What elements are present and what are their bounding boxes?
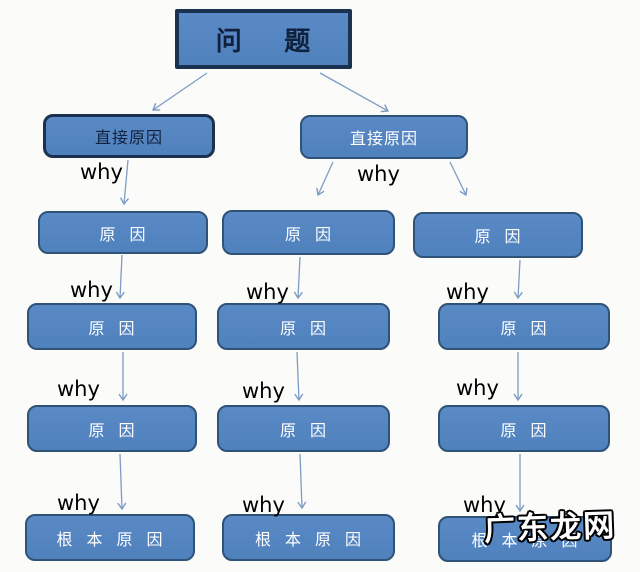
why-label: why (456, 376, 499, 400)
cause-box-level2-left: 原 因 (27, 303, 197, 350)
cause-box-level1-right: 原 因 (413, 212, 583, 258)
arrow-dcleft-down (119, 159, 130, 206)
root-cause-box-middle: 根 本 原 因 (222, 514, 395, 561)
arrow-mid-l3-root (297, 453, 307, 510)
why-label: why (70, 278, 113, 302)
arrow-dcright-to-mid (316, 161, 334, 197)
watermark-text: 广东龙网 (483, 507, 617, 549)
cause-box-level3-left: 原 因 (27, 405, 197, 452)
why-label: why (80, 160, 123, 184)
arrow-left-l1-l2 (115, 254, 125, 300)
root-cause-box-left: 根 本 原 因 (25, 514, 195, 561)
why-label: why (57, 491, 100, 515)
cause-box-level3-right: 原 因 (438, 405, 610, 452)
root-cause-box-right: 根 本 原 因 (438, 516, 612, 562)
why-label: why (57, 377, 100, 401)
cause-box-level1-middle: 原 因 (222, 210, 395, 255)
arrow-right-l1-l2 (513, 259, 523, 300)
cause-box-level2-middle: 原 因 (217, 303, 390, 350)
direct-cause-left-box: 直接原因 (43, 114, 215, 158)
cause-box-level2-right: 原 因 (438, 303, 610, 350)
arrow-mid-l2-l3 (294, 351, 304, 402)
problem-box: 问 题 (175, 9, 352, 69)
arrow-left-l3-root (117, 453, 127, 511)
why-label: why (446, 280, 489, 304)
why-label: why (242, 493, 285, 517)
why-label: why (357, 162, 400, 186)
arrow-dcright-to-right (449, 161, 468, 197)
why-label: why (242, 379, 285, 403)
why-label: why (246, 280, 289, 304)
why-label: why (463, 493, 506, 517)
arrow-problem-to-left-cause (151, 72, 208, 111)
cause-box-level1-left: 原 因 (38, 211, 208, 254)
arrow-mid-l1-l2 (293, 256, 303, 300)
arrow-problem-to-right-cause (319, 72, 390, 113)
direct-cause-right-box: 直接原因 (300, 115, 468, 159)
cause-box-level3-middle: 原 因 (217, 405, 390, 452)
